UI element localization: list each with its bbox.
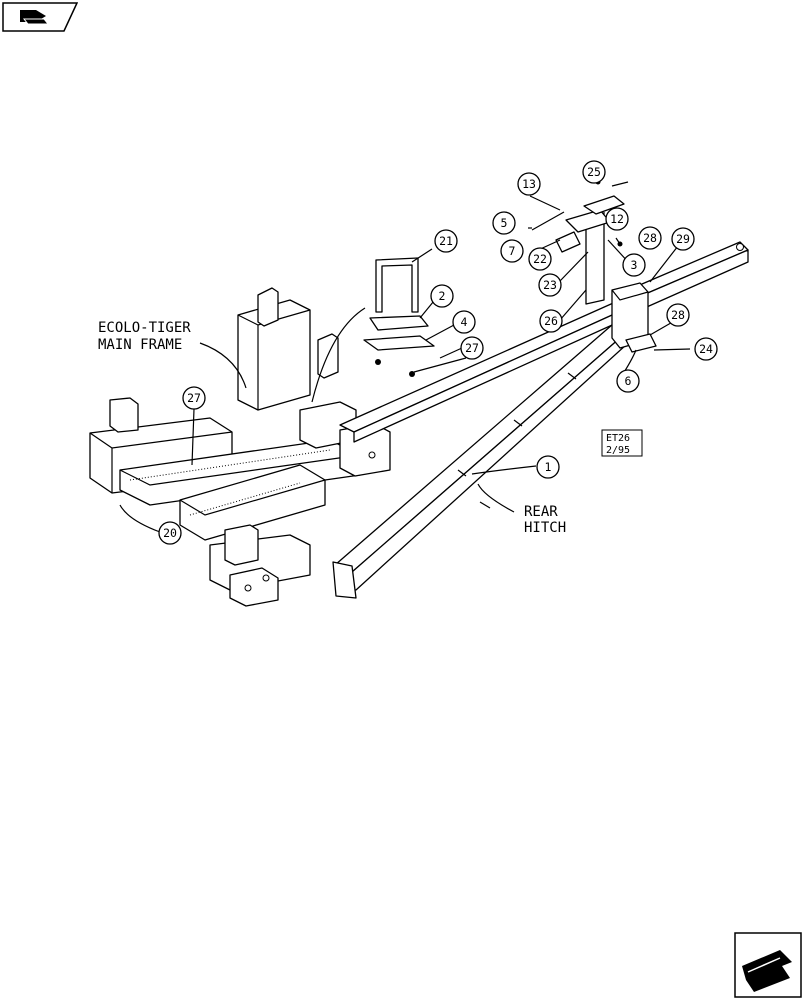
callout-23: 23 <box>538 273 562 297</box>
svg-text:20: 20 <box>163 526 177 540</box>
callout-3: 3 <box>622 253 646 277</box>
svg-text:24: 24 <box>699 342 713 356</box>
svg-text:28: 28 <box>643 231 657 245</box>
callout-6: 6 <box>616 369 640 393</box>
previous-page-tab[interactable] <box>2 2 79 32</box>
callout-1: 1 <box>536 455 560 479</box>
callout-20: 20 <box>158 521 182 545</box>
book-page-back-icon <box>2 2 79 32</box>
svg-text:6: 6 <box>625 374 632 388</box>
callout-12: 12 <box>605 207 629 231</box>
svg-text:2: 2 <box>439 289 446 303</box>
callout-13: 13 <box>517 172 541 196</box>
stamp-line1: ET26 <box>606 433 630 444</box>
main-frame-drawing <box>89 287 391 607</box>
callout-2: 2 <box>430 284 454 308</box>
main-frame-label: ECOLO-TIGER MAIN FRAME <box>98 320 191 353</box>
main-frame-label-line1: ECOLO-TIGER <box>98 320 191 336</box>
callout-28-bracket: 28 <box>666 303 690 327</box>
callout-26: 26 <box>539 309 563 333</box>
callout-27-mount: 27 <box>460 336 484 360</box>
rear-hitch-label-line1: REAR <box>524 504 558 520</box>
callout-22: 22 <box>528 247 552 271</box>
main-frame-label-line2: MAIN FRAME <box>98 337 182 353</box>
callout-4: 4 <box>452 310 476 334</box>
mount-parts-drawing <box>363 257 467 377</box>
callout-24: 24 <box>694 337 718 361</box>
svg-text:1: 1 <box>545 460 552 474</box>
jack-parts-drawing <box>531 179 629 305</box>
svg-text:3: 3 <box>631 258 638 272</box>
page-forward-arrow-icon <box>734 932 802 998</box>
rear-hitch-drawing <box>332 241 749 599</box>
svg-text:29: 29 <box>676 232 690 246</box>
svg-text:25: 25 <box>587 165 601 179</box>
stamp-line2: 2/95 <box>606 445 630 456</box>
svg-text:7: 7 <box>509 244 516 258</box>
svg-text:12: 12 <box>610 212 624 226</box>
callout-29: 29 <box>671 227 695 251</box>
svg-text:5: 5 <box>501 216 508 230</box>
svg-text:23: 23 <box>543 278 557 292</box>
callout-21: 21 <box>434 229 458 253</box>
svg-text:4: 4 <box>461 315 468 329</box>
svg-text:28: 28 <box>671 308 685 322</box>
callout-7: 7 <box>500 239 524 263</box>
rear-hitch-label: REAR HITCH <box>524 504 566 536</box>
callout-5: 5 <box>492 211 516 235</box>
svg-text:26: 26 <box>544 314 558 328</box>
drawing-stamp: ET26 2/95 <box>601 429 643 457</box>
svg-text:22: 22 <box>533 252 547 266</box>
rear-hitch-label-line2: HITCH <box>524 520 566 536</box>
callout-25: 25 <box>582 160 606 184</box>
svg-text:27: 27 <box>465 341 479 355</box>
svg-text:21: 21 <box>439 234 453 248</box>
callout-27-frame: 27 <box>182 386 206 410</box>
svg-text:27: 27 <box>187 391 201 405</box>
callout-28-top: 28 <box>638 226 662 250</box>
next-page-button[interactable] <box>734 932 802 998</box>
svg-text:13: 13 <box>522 177 536 191</box>
